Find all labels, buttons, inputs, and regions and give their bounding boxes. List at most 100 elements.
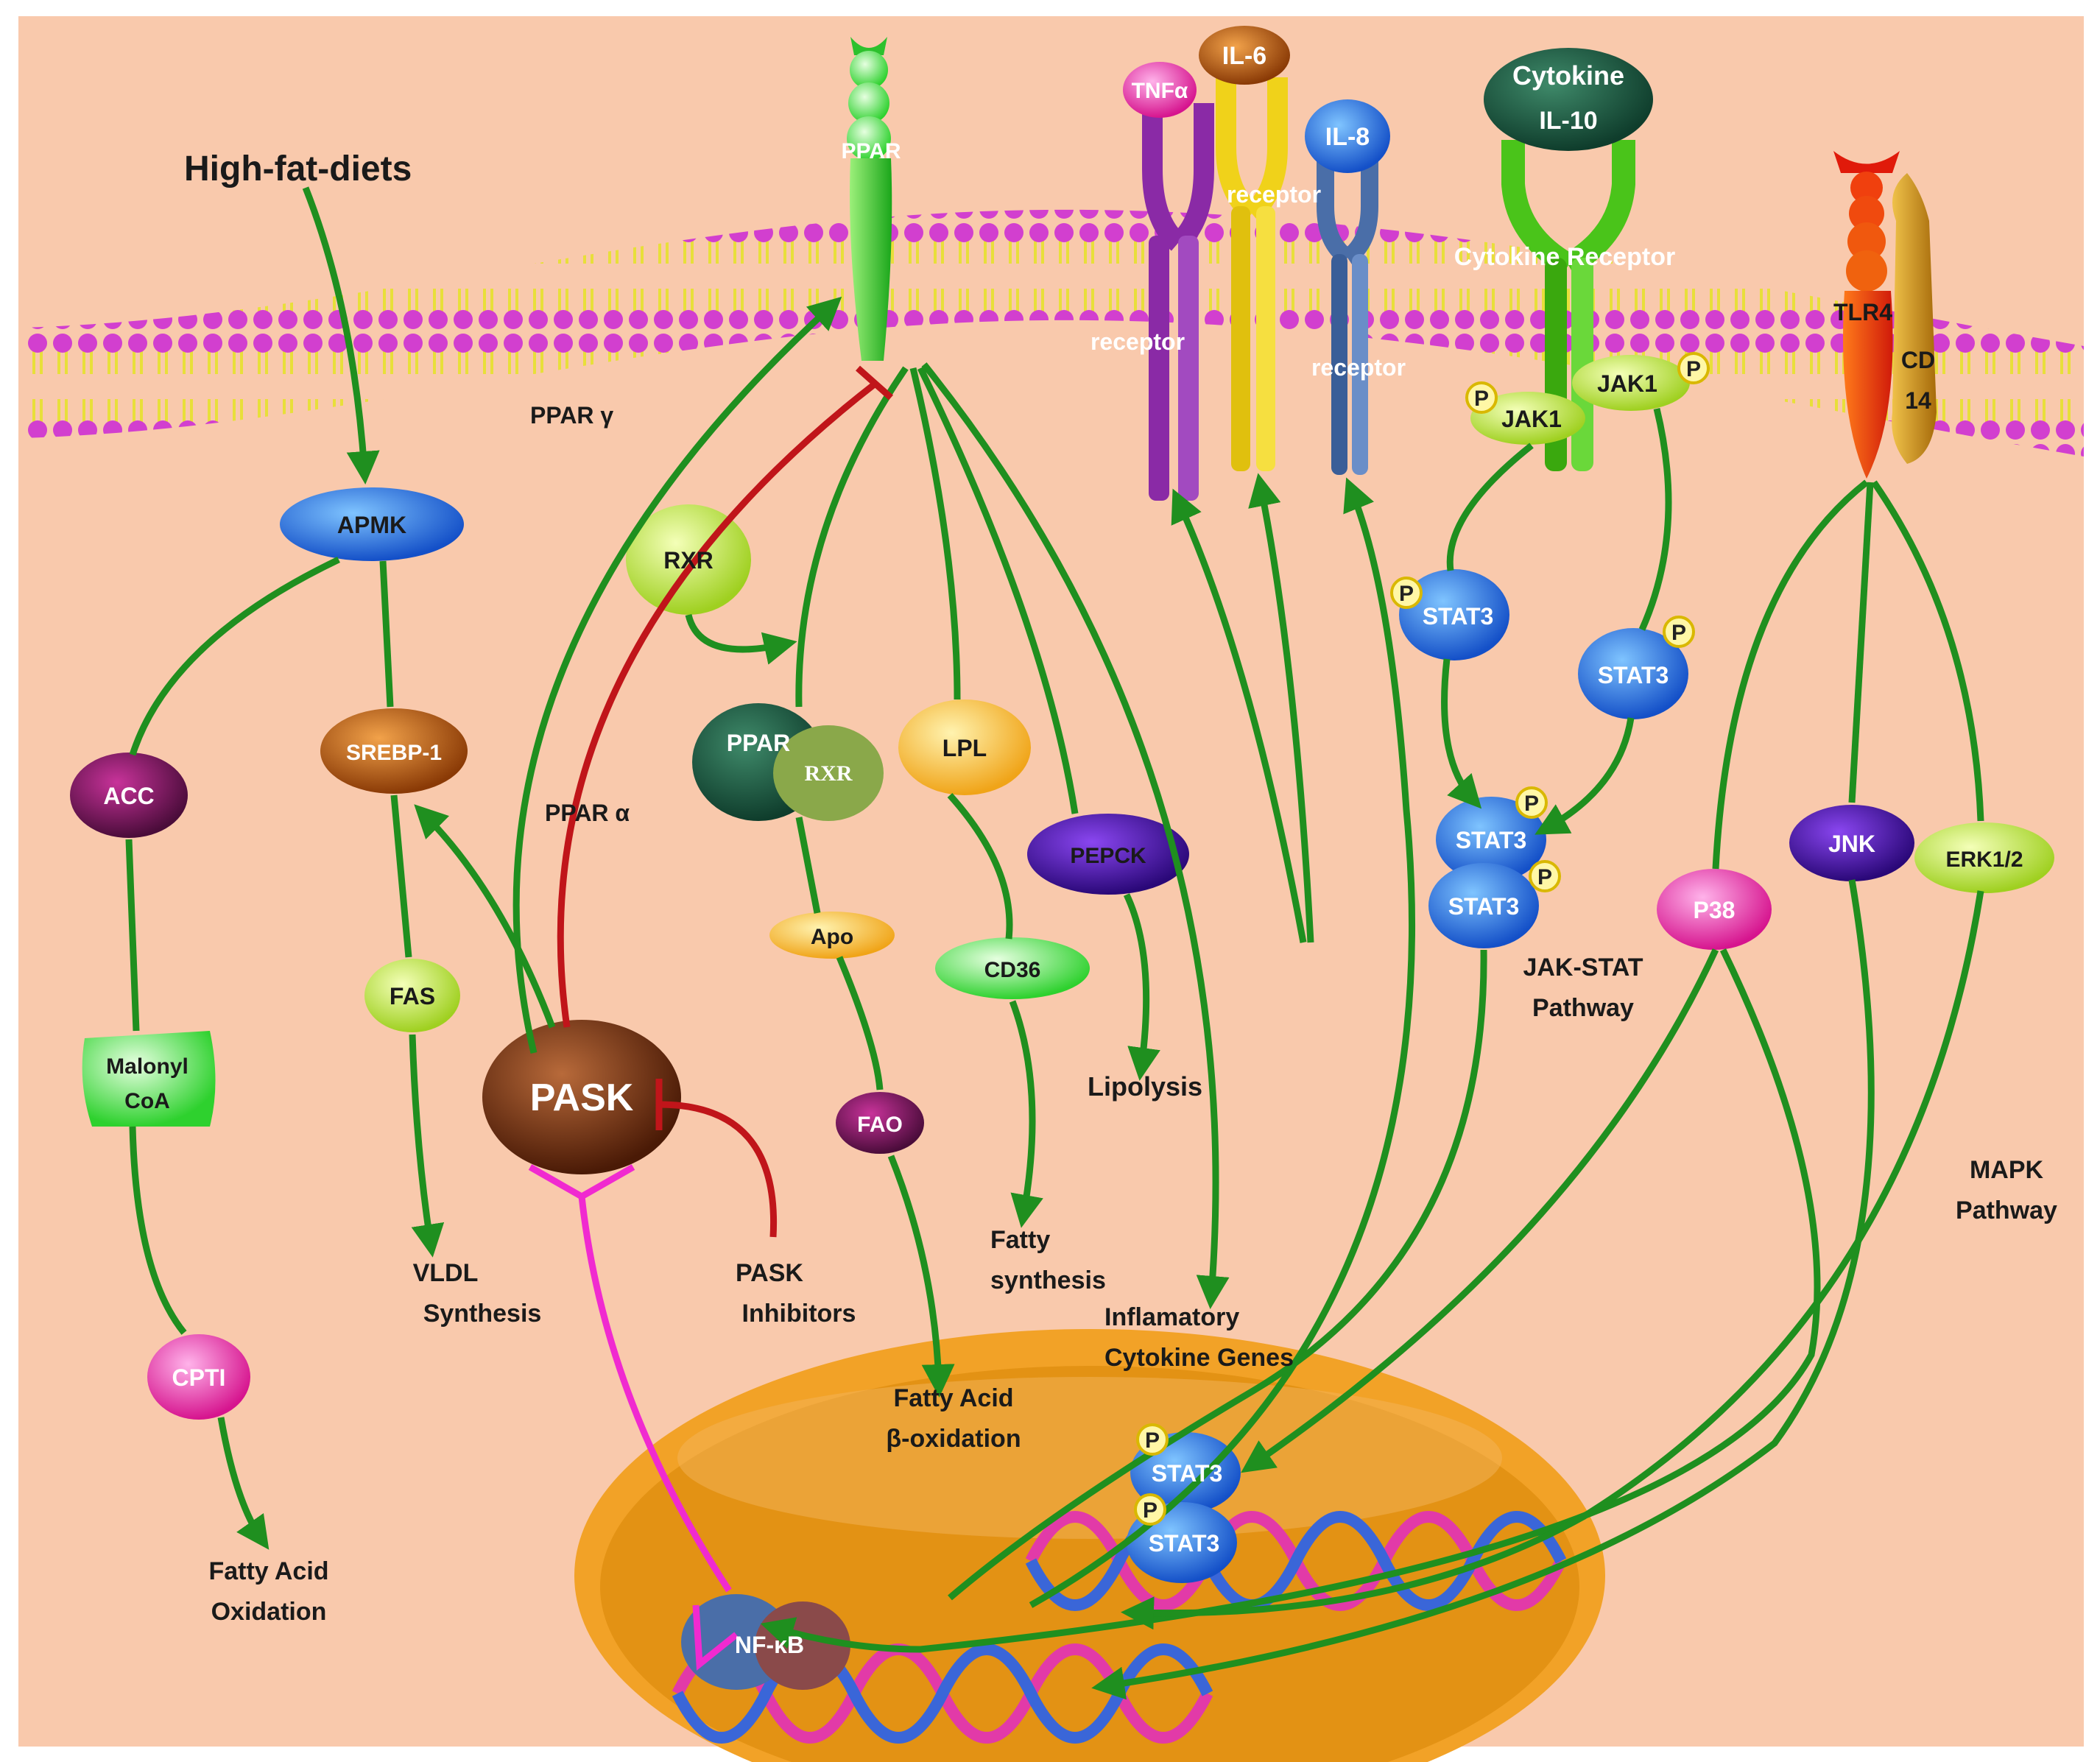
pask-inhibitors-label-2: Inhibitors xyxy=(742,1300,856,1328)
tlr4-receptor xyxy=(1833,151,1900,479)
nfkb-label: NF-κB xyxy=(735,1632,804,1658)
jnk-node xyxy=(1789,805,1914,881)
pask-node xyxy=(482,1020,681,1174)
mapk-label-2: Pathway xyxy=(1956,1197,2057,1224)
stat3-node-a xyxy=(1399,569,1509,660)
stat3-b-label: STAT3 xyxy=(1598,662,1669,688)
ppar-gamma-label: PPAR γ xyxy=(530,402,613,429)
stat3-dimer-bottom xyxy=(1428,863,1539,948)
mapk-label-1: MAPK xyxy=(1970,1156,2044,1184)
nucleus-highlight xyxy=(677,1377,1502,1539)
apmk-node xyxy=(280,487,464,561)
cd36-node xyxy=(935,937,1090,999)
fa-ox-label-1: Fatty Acid xyxy=(208,1557,328,1585)
lipolysis-label: Lipolysis xyxy=(1088,1071,1202,1102)
il10-label: IL-10 xyxy=(1539,107,1597,135)
tnf-receptor xyxy=(1142,103,1214,501)
il6-label: IL-6 xyxy=(1222,42,1266,70)
stat3-nuclear-top-label: STAT3 xyxy=(1152,1460,1223,1487)
apo-label: Apo xyxy=(811,925,853,949)
ppar-receptor-label: PPAR xyxy=(841,139,901,163)
dna-helix-upper xyxy=(1025,1511,1567,1611)
coa-label: CoA xyxy=(124,1089,170,1113)
stat3-dimer-top xyxy=(1436,797,1546,882)
il8-receptor-label: receptor xyxy=(1311,354,1406,381)
jak1-left-label: JAK1 xyxy=(1501,406,1562,432)
svg-text:P: P xyxy=(1474,387,1489,411)
rxr-label: RXR xyxy=(663,547,713,574)
cpti-node xyxy=(147,1334,250,1420)
fatty-synthesis-label-2: synthesis xyxy=(990,1266,1106,1294)
il6-receptor-label: receptor xyxy=(1227,181,1321,208)
nfkb-link xyxy=(528,1164,739,1671)
erk-node xyxy=(1914,822,2054,893)
stat3-node-b xyxy=(1578,628,1688,719)
pask-inhibitors-label-1: PASK xyxy=(736,1259,803,1287)
high-fat-diets-label: High-fat-diets xyxy=(184,149,412,188)
svg-text:P: P xyxy=(1671,621,1686,645)
tlr4-label: TLR4 xyxy=(1833,299,1892,325)
fa-ox-label-2: Oxidation xyxy=(211,1598,327,1626)
inflamatory-label-1: Inflamatory xyxy=(1104,1303,1239,1331)
svg-text:P: P xyxy=(1399,582,1414,606)
ppar-receptor xyxy=(847,37,892,361)
cell-membrane xyxy=(22,209,2084,457)
tnfa-ligand xyxy=(1123,62,1197,118)
apmk-label: APMK xyxy=(337,512,406,538)
svg-text:P: P xyxy=(1686,357,1701,381)
cd-label: CD xyxy=(1901,347,1935,373)
fatty-synthesis-label-1: Fatty xyxy=(990,1226,1050,1254)
il6-ligand xyxy=(1199,26,1290,85)
jak1-node-left xyxy=(1470,392,1585,445)
lpl-label: LPL xyxy=(942,735,987,761)
cd14-receptor xyxy=(1892,173,1937,464)
inhibition-edges xyxy=(557,365,893,1238)
apo-node xyxy=(769,912,895,959)
il8-receptor xyxy=(1317,158,1378,475)
malonyl-coa-node xyxy=(82,1031,216,1127)
srebp1-node xyxy=(320,708,468,794)
fa-beta-label-2: β-oxidation xyxy=(886,1425,1021,1453)
erk-label: ERK1/2 xyxy=(1945,847,2023,872)
cd36-label: CD36 xyxy=(984,958,1041,982)
stat3-dimer-bottom-label: STAT3 xyxy=(1448,893,1520,920)
jnk-label: JNK xyxy=(1828,831,1875,857)
p38-label: P38 xyxy=(1694,897,1736,923)
pepck-label: PEPCK xyxy=(1070,844,1146,868)
ppar-alpha-label: PPAR α xyxy=(545,800,630,826)
vldl-label-2: Synthesis xyxy=(423,1300,542,1328)
il8-label: IL-8 xyxy=(1325,123,1370,151)
vldl-label-1: VLDL xyxy=(413,1259,479,1287)
lpl-node xyxy=(898,699,1031,795)
inflamatory-label-2: Cytokine Genes xyxy=(1104,1344,1294,1372)
ppar-rxr-complex xyxy=(692,703,884,821)
svg-text:P: P xyxy=(1524,792,1539,816)
stat3-a-label: STAT3 xyxy=(1423,603,1494,630)
pepck-node xyxy=(1027,814,1189,895)
jak-stat-label-2: Pathway xyxy=(1532,994,1634,1022)
fa-beta-label-1: Fatty Acid xyxy=(893,1384,1013,1412)
fao-label: FAO xyxy=(857,1113,903,1137)
malonyl-label: Malonyl xyxy=(106,1054,188,1079)
svg-text:P: P xyxy=(1143,1498,1158,1523)
il8-ligand xyxy=(1305,99,1390,173)
cpti-label: CPTI xyxy=(172,1364,226,1391)
pask-label: PASK xyxy=(530,1076,634,1119)
svg-text:P: P xyxy=(1537,865,1552,889)
p38-node xyxy=(1657,869,1772,950)
acc-label: ACC xyxy=(103,783,154,809)
ppar-complex-label: PPAR xyxy=(727,730,791,756)
tnf-receptor-label: receptor xyxy=(1090,328,1185,355)
jak-stat-label-1: JAK-STAT xyxy=(1523,954,1643,982)
fas-label: FAS xyxy=(390,983,435,1009)
phospho-badge-group: P P P P P P P P xyxy=(1134,352,1710,1526)
srebp1-label: SREBP-1 xyxy=(346,741,442,765)
activation-edges xyxy=(125,186,1984,1700)
jak1-right-label: JAK1 xyxy=(1597,370,1657,397)
rxr-complex-label: RXR xyxy=(805,761,853,786)
fas-node xyxy=(364,959,460,1032)
acc-node xyxy=(70,753,188,838)
cytokine-ligand xyxy=(1484,48,1653,151)
svg-text:P: P xyxy=(1145,1428,1160,1453)
